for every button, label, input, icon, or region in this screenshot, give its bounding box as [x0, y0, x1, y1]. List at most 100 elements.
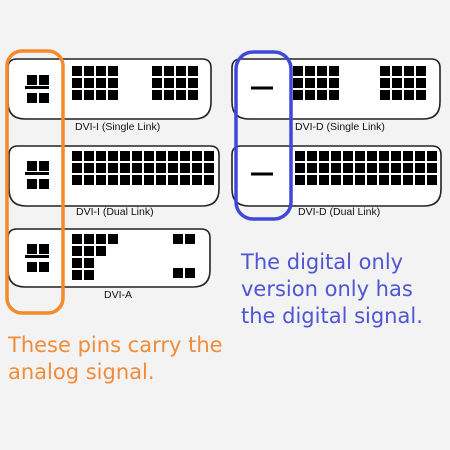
pin: [392, 78, 402, 88]
pin: [319, 163, 329, 173]
pin: [416, 90, 426, 100]
pin: [329, 66, 339, 76]
pin: [72, 258, 82, 268]
connector-dvi-i-single: [7, 58, 212, 120]
pin: [379, 151, 389, 161]
pin: [144, 175, 154, 185]
pin: [317, 78, 327, 88]
pin: [120, 151, 130, 161]
pin: [120, 163, 130, 173]
pin: [343, 163, 353, 173]
analog-pin-block: [25, 244, 49, 272]
pin: [427, 175, 437, 185]
pin: [96, 90, 106, 100]
label-dvi-d-dual: DVI-D (Dual Link): [298, 206, 381, 218]
pin: [319, 151, 329, 161]
analog-pin-block: [25, 161, 49, 189]
pin: [403, 175, 413, 185]
pin: [331, 175, 341, 185]
pin: [188, 66, 198, 76]
analog-pin: [27, 179, 37, 189]
pin: [355, 175, 365, 185]
pin: [152, 78, 162, 88]
pin: [331, 151, 341, 161]
pin: [72, 66, 82, 76]
pin: [329, 90, 339, 100]
pin: [96, 234, 106, 244]
pin: [152, 90, 162, 100]
pin: [317, 90, 327, 100]
pin: [293, 90, 303, 100]
pin: [84, 90, 94, 100]
pin: [108, 66, 118, 76]
pin: [144, 151, 154, 161]
label-dvi-d-single: DVI-D (Single Link): [295, 121, 385, 133]
pin: [188, 90, 198, 100]
dvi-a-pins: [72, 234, 195, 280]
pin: [72, 175, 82, 185]
digital-caption-line: the digital signal.: [241, 304, 423, 328]
pin: [84, 258, 94, 268]
label-dvi-i-single: DVI-I (Single Link): [75, 121, 161, 133]
pin: [156, 175, 166, 185]
analog-caption: These pins carry the analog signal.: [8, 332, 223, 386]
pin: [367, 163, 377, 173]
pin: [120, 175, 130, 185]
pin: [72, 234, 82, 244]
pin: [403, 151, 413, 161]
pin: [204, 151, 214, 161]
pin: [391, 151, 401, 161]
pin: [380, 90, 390, 100]
pin: [188, 78, 198, 88]
pin: [96, 163, 106, 173]
pin: [427, 163, 437, 173]
pin: [415, 151, 425, 161]
pin: [152, 66, 162, 76]
pin: [108, 163, 118, 173]
analog-pin: [39, 262, 49, 272]
connector-dvi-d-dual: [231, 145, 442, 207]
pin: [295, 175, 305, 185]
pin: [180, 163, 190, 173]
pin: [156, 163, 166, 173]
pin: [84, 163, 94, 173]
pin: [108, 151, 118, 161]
pin: [295, 163, 305, 173]
analog-pin-block: [25, 75, 49, 103]
label-dvi-i-dual: DVI-I (Dual Link): [76, 206, 154, 218]
pin: [164, 78, 174, 88]
pin: [204, 163, 214, 173]
pin: [96, 246, 106, 256]
analog-pin: [39, 93, 49, 103]
pin: [84, 78, 94, 88]
pin: [293, 66, 303, 76]
pin: [185, 234, 195, 244]
pin: [295, 151, 305, 161]
analog-pin: [39, 161, 49, 171]
pin: [180, 175, 190, 185]
analog-pins-highlight: [5, 49, 65, 315]
digital-caption: The digital only version only has the di…: [241, 249, 423, 330]
connector-dvi-d-single: [231, 58, 441, 120]
pin: [305, 66, 315, 76]
digital-caption-line: version only has: [241, 277, 413, 301]
pin: [307, 151, 317, 161]
pin: [404, 78, 414, 88]
pin: [176, 78, 186, 88]
pin: [343, 175, 353, 185]
ground-blade: [251, 86, 273, 90]
pin: [367, 175, 377, 185]
connector-dvi-a: [7, 228, 211, 288]
pin: [355, 151, 365, 161]
pin: [416, 78, 426, 88]
pin: [108, 175, 118, 185]
pin: [84, 270, 94, 280]
digital-caption-line: The digital only: [241, 250, 404, 274]
pin: [132, 151, 142, 161]
pin: [379, 163, 389, 173]
analog-pin: [27, 244, 37, 254]
pin: [84, 175, 94, 185]
pin: [415, 163, 425, 173]
analog-pin: [27, 161, 37, 171]
pin: [72, 78, 82, 88]
